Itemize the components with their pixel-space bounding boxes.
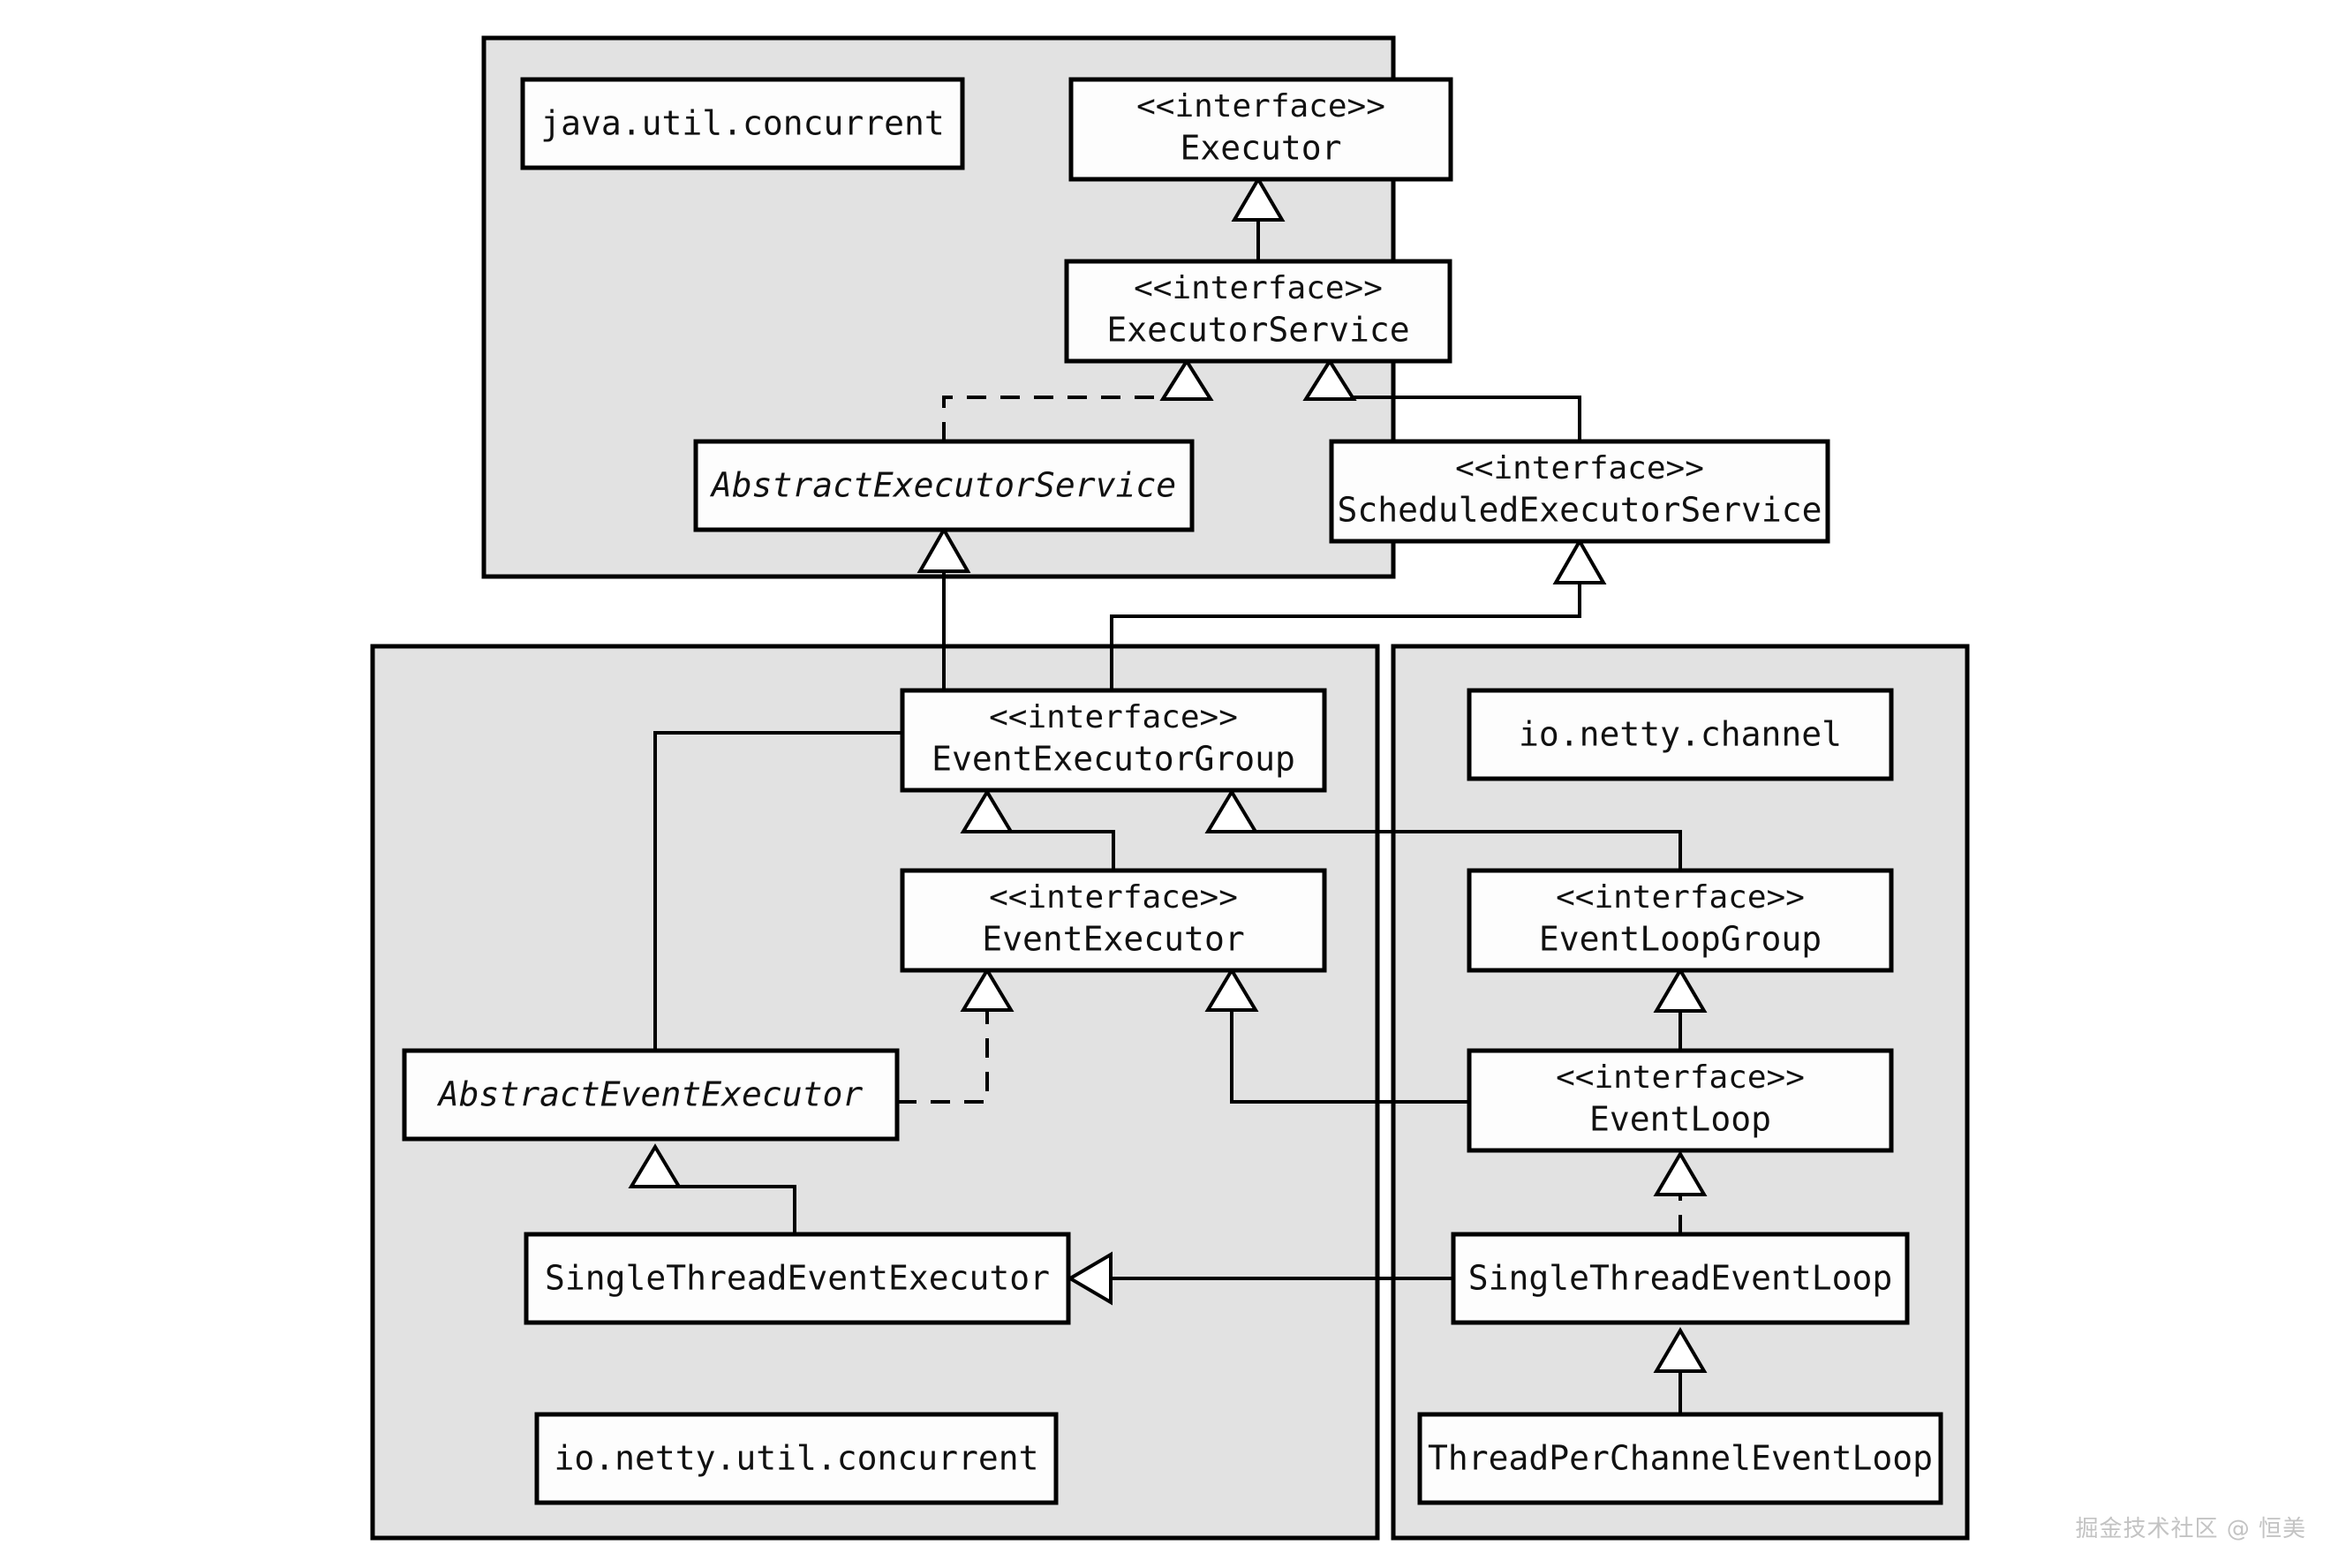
node-single-thread-event-executor[interactable]: SingleThreadEventExecutor <box>524 1232 1071 1325</box>
node-java-util-concurrent-label[interactable]: java.util.concurrent <box>520 77 965 170</box>
node-title: java.util.concurrent <box>540 104 945 143</box>
arrowhead-eventloop-to-eventloopgroup <box>1653 967 1708 1013</box>
arrowhead-eventexecutor-to-eventexecutorgroup <box>960 788 1015 833</box>
node-io-netty-channel-label[interactable]: io.netty.channel <box>1467 688 1894 781</box>
node-stereotype: <<interface>> <box>1556 1059 1805 1096</box>
arrowhead-eventloopgroup-to-eventexecutorgroup <box>1204 788 1259 833</box>
node-stereotype: <<interface>> <box>1556 879 1805 916</box>
connector-eventloop-to-eventexecutor <box>1230 1008 1469 1104</box>
node-event-executor-group[interactable]: <<interface>> EventExecutorGroup <box>900 688 1327 793</box>
node-title: io.netty.util.concurrent <box>554 1439 1038 1478</box>
connector-abstracteventexecutor-to-eventexecutor <box>897 1008 989 1104</box>
node-box <box>1068 77 1453 182</box>
arrowhead-singlethreadeventloop-to-eventloop <box>1653 1150 1708 1196</box>
node-box <box>693 439 1195 532</box>
node-title: SingleThreadEventLoop <box>1468 1259 1892 1298</box>
node-title: EventLoop <box>1589 1100 1771 1139</box>
node-box <box>534 1412 1059 1505</box>
watermark-text: 掘金技术社区 @ 恒美 <box>2075 1516 2306 1542</box>
node-title: ExecutorService <box>1106 311 1409 350</box>
node-abstract-event-executor[interactable]: AbstractEventExecutor <box>402 1048 900 1142</box>
node-title: ThreadPerChannelEventLoop <box>1428 1439 1933 1478</box>
node-box <box>1467 1048 1894 1153</box>
node-title: EventExecutorGroup <box>932 740 1295 779</box>
node-stereotype: <<interface>> <box>1136 88 1385 124</box>
node-executor[interactable]: <<interface>> Executor <box>1068 77 1453 182</box>
node-box <box>900 688 1327 793</box>
node-box <box>1451 1232 1910 1325</box>
connector-scheduledexecutorservice-to-executorservice <box>1330 396 1581 441</box>
arrowhead-eventloop-to-eventexecutor <box>1204 967 1259 1012</box>
connector-abstractexecutorservice-to-executorservice <box>942 396 1187 441</box>
arrowhead-scheduledexecutorservice-to-executorservice <box>1302 358 1357 401</box>
arrowhead-eventexecutorgroup-to-scheduledexecutorservice <box>1552 537 1607 584</box>
node-box <box>402 1048 900 1142</box>
node-title: ScheduledExecutorService <box>1337 491 1822 530</box>
node-box <box>1417 1412 1943 1505</box>
connector-abstracteventexecutor-to-eventexecutorgroup <box>653 731 902 1051</box>
arrowhead-abstracteventexecutor-to-eventexecutor <box>960 967 1015 1012</box>
node-thread-per-channel-event-loop[interactable]: ThreadPerChannelEventLoop <box>1417 1412 1943 1505</box>
node-abstract-executor-service[interactable]: AbstractExecutorService <box>693 439 1195 532</box>
node-title: EventExecutor <box>982 920 1244 959</box>
arrowhead-singlethreadeventloop-to-singlethreadeventexecutor <box>1067 1251 1113 1306</box>
node-stereotype: <<interface>> <box>989 879 1238 916</box>
arrowhead-eventexecutorgroup-to-abstractexecutorservice <box>917 525 971 573</box>
node-title: EventLoopGroup <box>1539 920 1822 959</box>
relationship-connectors <box>628 176 1708 1414</box>
node-box <box>1467 688 1894 781</box>
node-event-executor[interactable]: <<interface>> EventExecutor <box>900 868 1327 973</box>
node-single-thread-event-loop[interactable]: SingleThreadEventLoop <box>1451 1232 1910 1325</box>
node-event-loop-group[interactable]: <<interface>> EventLoopGroup <box>1467 868 1894 973</box>
node-executor-service[interactable]: <<interface>> ExecutorService <box>1064 259 1452 364</box>
node-stereotype: <<interface>> <box>1134 270 1383 306</box>
node-box <box>1467 868 1894 973</box>
node-event-loop[interactable]: <<interface>> EventLoop <box>1467 1048 1894 1153</box>
node-box <box>1064 259 1452 364</box>
arrowhead-executorservice-to-executor <box>1231 176 1286 222</box>
node-box <box>900 868 1327 973</box>
node-scheduled-executor-service[interactable]: <<interface>> ScheduledExecutorService <box>1329 439 1830 544</box>
node-box <box>524 1232 1071 1325</box>
arrowhead-threadperchanneleventloop-to-singlethreadeventloop <box>1653 1327 1708 1373</box>
node-box <box>1329 439 1830 544</box>
node-title: AbstractExecutorService <box>710 466 1176 505</box>
class-nodes: java.util.concurrent <<interface>> Execu… <box>402 77 1943 1505</box>
arrowhead-singlethreadeventexecutor-to-abstracteventexecutor <box>628 1143 683 1188</box>
arrowhead-abstractexecutorservice-to-executorservice <box>1159 358 1214 401</box>
node-io-netty-util-concurrent-label[interactable]: io.netty.util.concurrent <box>534 1412 1059 1505</box>
node-box <box>520 77 965 170</box>
node-stereotype: <<interface>> <box>989 699 1238 735</box>
node-title: io.netty.channel <box>1519 715 1842 754</box>
node-title: AbstractEventExecutor <box>437 1075 864 1114</box>
node-stereotype: <<interface>> <box>1455 450 1704 486</box>
connector-eventexecutorgroup-to-scheduledexecutorservice <box>1110 581 1581 690</box>
node-title: Executor <box>1180 129 1341 168</box>
node-title: SingleThreadEventExecutor <box>545 1259 1050 1298</box>
